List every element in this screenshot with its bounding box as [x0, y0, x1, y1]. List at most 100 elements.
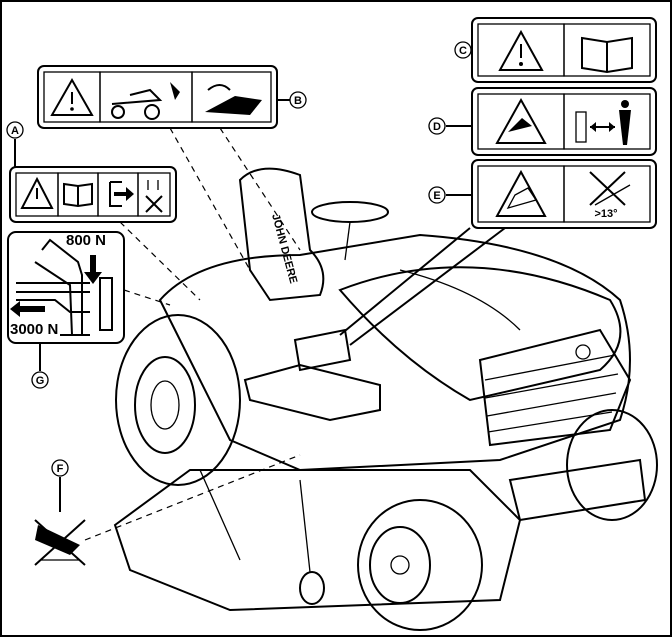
- line-art: [508, 458, 647, 522]
- decal-c: [471, 17, 657, 83]
- line-art: [471, 17, 657, 83]
- label-text: F: [57, 463, 64, 475]
- line-art: [299, 571, 325, 605]
- line-art: [344, 221, 351, 261]
- decal-e: >13°: [471, 159, 657, 229]
- line-art: [506, 187, 538, 210]
- line-art: [619, 110, 631, 145]
- line-art: [137, 172, 171, 217]
- front-tire: [357, 499, 483, 631]
- line-art: [144, 104, 160, 120]
- line-art: [219, 127, 301, 251]
- line-art: [471, 159, 657, 229]
- no-slope-icon: >13°: [589, 171, 631, 220]
- line-art: [498, 29, 544, 71]
- line-art: [590, 122, 615, 132]
- line-art: [339, 227, 471, 336]
- line-art: [20, 176, 54, 209]
- steering-wheel: [311, 201, 389, 223]
- no-children-icon: [145, 180, 163, 213]
- decal-d: [471, 87, 657, 156]
- label-text: D: [433, 121, 441, 133]
- line-art: [123, 289, 171, 306]
- decal-f: [34, 519, 86, 566]
- label-text: >13°: [594, 208, 617, 220]
- tractor-body: [158, 233, 631, 472]
- warning-triangle-icon: [50, 77, 94, 116]
- line-art: [289, 91, 307, 109]
- line-art: [621, 100, 629, 108]
- exit-icon: [109, 181, 134, 207]
- line-art: [484, 354, 619, 433]
- line-art: [170, 82, 180, 100]
- side-force-arrow: [10, 301, 45, 317]
- line-art: [575, 344, 591, 360]
- callout-e: E: [428, 186, 446, 204]
- line-art: [84, 454, 301, 541]
- line-art: [119, 221, 201, 301]
- line-art: [369, 526, 431, 604]
- label-text: A: [11, 125, 19, 137]
- decal-b: [37, 65, 278, 129]
- rear-tire: [115, 314, 241, 486]
- steering-column: [34, 238, 90, 336]
- line-art: [399, 269, 521, 331]
- warning-triangle-icon: [20, 176, 54, 209]
- callout-f: F: [51, 459, 69, 477]
- line-art: [111, 88, 163, 105]
- line-art: [34, 519, 86, 566]
- keep-distance-icon: [575, 100, 631, 145]
- line-art: [205, 96, 262, 115]
- label-text: 800 N: [66, 232, 106, 249]
- line-art: [147, 180, 159, 190]
- line-art: [563, 165, 651, 223]
- line-art: [589, 171, 626, 206]
- line-art: [51, 459, 69, 477]
- label-text: B: [294, 95, 302, 107]
- line-art: [6, 121, 24, 139]
- line-art: [111, 105, 125, 119]
- slope-rollover-warning-icon: [495, 169, 547, 217]
- label-text: C: [459, 45, 467, 57]
- line-art: [7, 231, 125, 344]
- callout-d: D: [428, 117, 446, 135]
- blade-hazard-icon: [205, 84, 262, 115]
- line-art: [243, 363, 381, 422]
- line-art: [9, 166, 177, 223]
- line-art: [563, 93, 651, 150]
- label-text: 3000 N: [10, 321, 58, 338]
- callout-c: C: [454, 41, 472, 59]
- down-force-arrow: [84, 255, 102, 284]
- line-art: [169, 127, 251, 271]
- line-art: [390, 555, 410, 575]
- line-art: [16, 282, 90, 313]
- line-art: [37, 65, 278, 129]
- lawn-tractor-drawing: JOHN DEERE: [113, 167, 658, 631]
- line-art: [508, 118, 532, 132]
- warning-triangle-icon: [498, 29, 544, 71]
- line-art: [349, 227, 506, 346]
- tractor-rollover-icon: [111, 82, 180, 120]
- line-art: [50, 77, 94, 116]
- line-art: [70, 107, 74, 111]
- thrown-object-warning-icon: [495, 97, 547, 144]
- line-art: [581, 36, 633, 74]
- line-art: [563, 23, 651, 77]
- line-art: [134, 356, 196, 454]
- leader-lines: [14, 49, 506, 541]
- line-art: [99, 277, 113, 331]
- front-tire-far: [566, 409, 658, 521]
- line-art: [428, 186, 446, 204]
- grille: [478, 328, 632, 447]
- line-art: [199, 469, 311, 573]
- line-art: [471, 87, 657, 156]
- mower-deck: [113, 469, 522, 612]
- label-text: JOHN DEERE: [269, 213, 299, 285]
- label-text: E: [433, 190, 440, 202]
- line-art: [63, 182, 93, 208]
- callout-b: B: [289, 91, 307, 109]
- line-art: [428, 117, 446, 135]
